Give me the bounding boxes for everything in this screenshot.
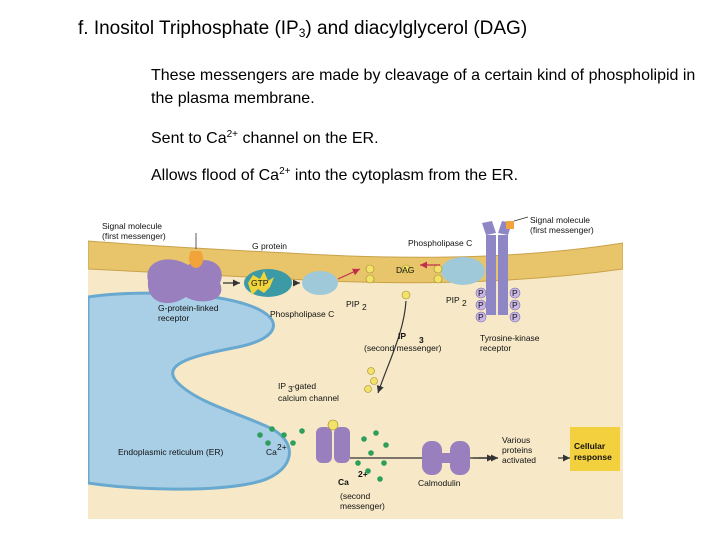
title-subscript: 3 <box>298 26 306 40</box>
label-first-messenger-left: (first messenger) <box>102 231 166 241</box>
label-signal-molecule-left: Signal molecule <box>102 221 162 231</box>
phosphate-group: P P P P P P <box>475 287 521 323</box>
rtk-left-chain <box>486 235 496 315</box>
svg-text:P: P <box>512 312 518 322</box>
title-text-rest: ) and diacylglycerol (DAG) <box>305 18 528 39</box>
label-cellular-2: response <box>574 452 612 462</box>
label-ip3-gated-1: IP <box>278 381 286 391</box>
bullet-sup: 2+ <box>279 166 291 177</box>
signal-molecule-right <box>506 221 514 229</box>
label-first-messenger-right: (first messenger) <box>530 225 594 235</box>
bullet-text: Allows flood of Ca <box>151 167 280 184</box>
calmodulin-right <box>450 441 470 475</box>
label-ca-big-sup: 2+ <box>358 469 368 479</box>
label-g-protein: G protein <box>252 241 287 251</box>
bullet-text: into the cytoplasm from the ER. <box>290 167 519 184</box>
label-ca-small: Ca <box>266 447 277 457</box>
calmodulin-bridge <box>440 453 452 463</box>
signal-molecule-left <box>188 251 204 268</box>
leader-line <box>513 216 529 222</box>
label-gpcr-1: G-protein-linked <box>158 303 219 313</box>
label-pip2-right: PIP <box>446 295 460 305</box>
label-various-2: proteins <box>502 445 532 455</box>
label-ip3: IP <box>398 331 406 341</box>
slide-title: f. Inositol Triphosphate (IP3) and diacy… <box>78 18 527 40</box>
label-ca-big: Ca <box>338 477 349 487</box>
label-phospholipase-c-right: Phospholipase C <box>408 238 472 248</box>
ip3-molecules <box>364 367 378 393</box>
label-signal-molecule-right: Signal molecule <box>530 215 590 225</box>
gtp-label: GTP <box>251 278 269 288</box>
bullet-sent-to-channel: Sent to Ca2+ channel on the ER. <box>151 123 379 150</box>
arrow-plc-left-to-dag <box>337 268 361 280</box>
label-rtk-2: receptor <box>480 343 511 353</box>
bullet-cleavage: These messengers are made by cleavage of… <box>151 67 696 107</box>
svg-text:P: P <box>512 300 518 310</box>
svg-text:P: P <box>512 288 518 298</box>
phospholipase-c-left <box>302 271 338 295</box>
cellular-response-box <box>570 427 620 471</box>
label-cellular-1: Cellular <box>574 441 606 451</box>
label-ip3-sub: 3 <box>419 335 424 345</box>
rtk-top <box>482 221 512 235</box>
svg-text:P: P <box>478 288 484 298</box>
label-calmodulin: Calmodulin <box>418 478 461 488</box>
bullet-flood: Allows flood of Ca2+ into the cytoplasm … <box>151 160 518 187</box>
bullet-text: Sent to Ca <box>151 130 227 147</box>
g-protein-linked-receptor <box>147 259 222 304</box>
label-gpcr-2: receptor <box>158 313 189 323</box>
svg-text:P: P <box>478 312 484 322</box>
signaling-diagram-svg: GTP P P P P P P <box>88 213 623 519</box>
label-dag: DAG <box>396 265 414 275</box>
ip3-gated-calcium-channel-right <box>334 427 350 463</box>
endoplasmic-reticulum <box>88 291 291 491</box>
bullet-sup: 2+ <box>226 129 239 140</box>
label-ip3-second-messenger: (second messenger) <box>364 343 442 353</box>
ip3-bound <box>327 419 339 431</box>
svg-text:P: P <box>478 300 484 310</box>
calmodulin-left <box>422 441 442 475</box>
label-rtk-1: Tyrosine-kinase <box>480 333 540 343</box>
label-various-1: Various <box>502 435 530 445</box>
calcium-ions <box>257 426 389 482</box>
label-pip2-right-sub: 2 <box>462 298 467 308</box>
title-text: f. Inositol Triphosphate (IP <box>78 18 299 39</box>
bullet-text: channel on the ER. <box>238 130 379 147</box>
rtk-right-chain <box>498 235 508 315</box>
label-ca-second-2: messenger) <box>340 501 385 511</box>
label-phospholipase-c-left: Phospholipase C <box>270 309 334 319</box>
label-ip3-gated-sub: 3 <box>288 384 293 394</box>
gtp-badge <box>248 271 274 295</box>
label-ca-small-sup: 2+ <box>277 442 287 452</box>
signaling-diagram: GTP P P P P P P <box>88 213 623 519</box>
ip3-gated-calcium-channel <box>316 427 332 463</box>
arrow-ip3-to-channel <box>376 300 407 394</box>
label-various-3: activated <box>502 455 536 465</box>
label-ip3-gated-2: -gated <box>292 381 316 391</box>
label-calcium-channel: calcium channel <box>278 393 339 403</box>
label-ca-second-1: (second <box>340 491 371 501</box>
phospholipase-c-right <box>441 257 485 285</box>
pip2-molecules <box>365 264 443 300</box>
label-pip2-left: PIP <box>346 299 360 309</box>
label-pip2-left-sub: 2 <box>362 302 367 312</box>
label-er: Endoplasmic reticulum (ER) <box>118 447 224 457</box>
